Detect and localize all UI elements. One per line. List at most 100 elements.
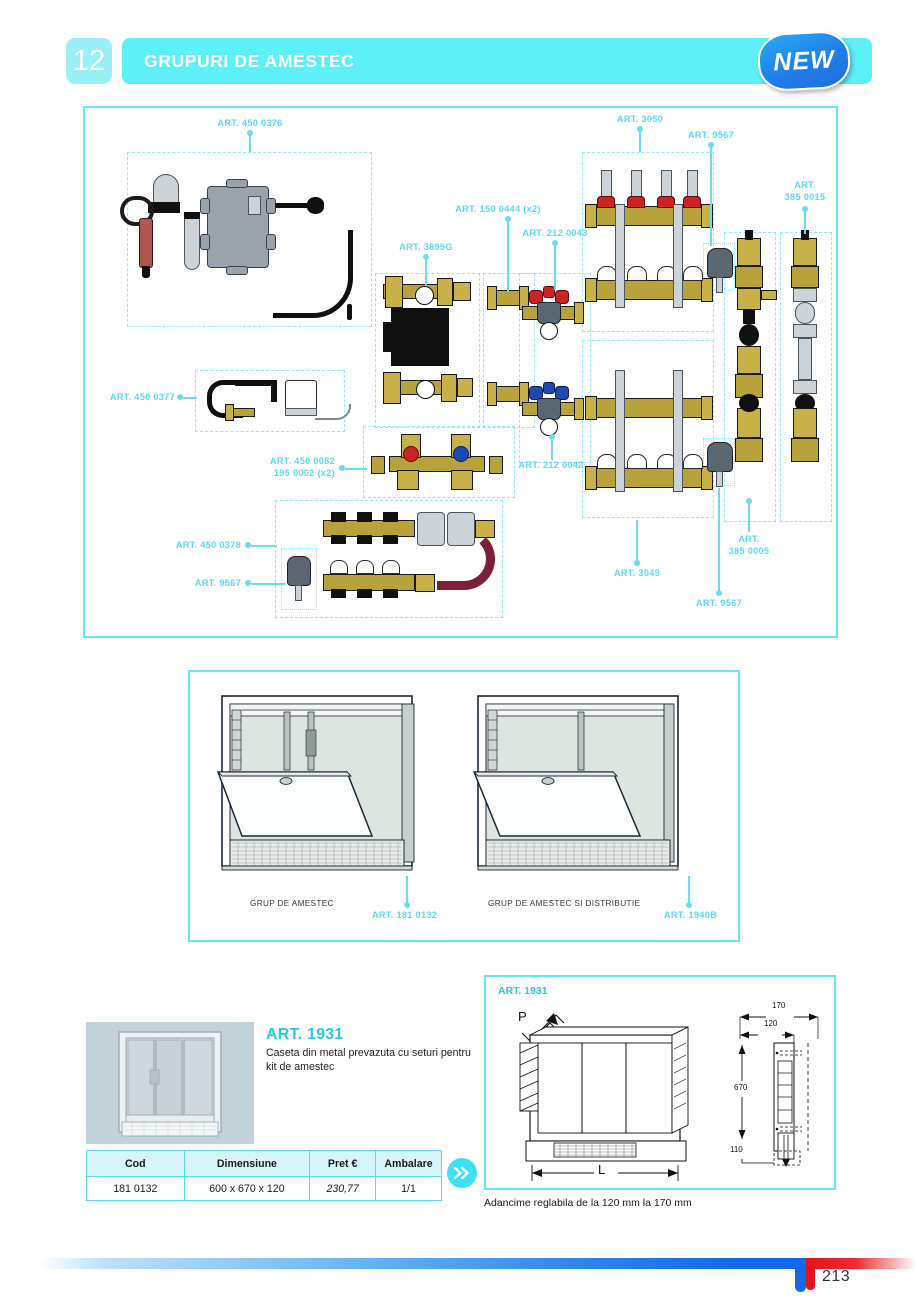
assy-385-0005-lower4 xyxy=(737,408,761,438)
page-title: GRUPURI DE AMESTEC xyxy=(144,50,355,71)
pump-group-top-right xyxy=(437,278,453,306)
controller-base xyxy=(285,408,317,416)
assy-385-0005-tap xyxy=(761,290,777,300)
valve-handle-blue-right xyxy=(555,386,569,400)
manifold-3049-top-bar xyxy=(593,398,705,418)
tech-drawing-front-view: P xyxy=(518,1009,689,1182)
cabinet-right-leader-dot xyxy=(685,902,692,908)
pump-gauge-top xyxy=(415,286,434,305)
pump-group-bottom-outlet xyxy=(457,378,473,397)
leader-3895g xyxy=(425,258,427,286)
junction-box-cable-lower xyxy=(273,230,353,318)
table-header-dimensiune: Dimensiune xyxy=(183,1150,311,1177)
controller-cable xyxy=(315,404,351,420)
leader-3049 xyxy=(636,520,638,564)
group-box-450-0376 xyxy=(127,152,372,327)
manifold-3050-flow2 xyxy=(627,266,647,281)
leader-385-0005 xyxy=(748,502,750,532)
thermo-head-lower-stem xyxy=(716,471,723,487)
sensor-probe-cable xyxy=(120,196,154,226)
mixer-0082-right-foot xyxy=(451,470,473,490)
cabinet-left-leader xyxy=(406,876,408,904)
mixer-0082-blue-knob xyxy=(453,446,469,462)
leader-212-0043 xyxy=(554,244,556,290)
label-212-0043: ART. 212 0043 xyxy=(522,228,588,238)
next-page-arrow-button[interactable] xyxy=(447,1158,477,1188)
leader-9567-lower-left xyxy=(251,583,285,585)
manifold-0378-l-foot2 xyxy=(357,589,372,598)
assy-385-0005-neck xyxy=(743,310,755,324)
leader-dot-9567-lower-right xyxy=(715,590,722,596)
valve-nut-blue-right xyxy=(574,398,584,420)
manifold-0378-u-foot1 xyxy=(331,535,346,544)
mixer-0082-end-right xyxy=(489,456,503,474)
manifold-3050-cap2 xyxy=(627,196,645,208)
junction-box-lug-top xyxy=(226,179,248,188)
valve-handle-red-left xyxy=(529,290,543,304)
valve-nut-red-right xyxy=(574,302,584,324)
leader-450-0376 xyxy=(249,134,251,152)
manifold-0378-u-port3 xyxy=(383,512,398,522)
label-212-0042: ART. 212 0042 xyxy=(518,460,584,470)
manifold-3050-top-bar xyxy=(593,206,705,226)
label-385-0005-line2: 385 0005 xyxy=(728,545,770,556)
manifold-3049-flow2 xyxy=(627,454,647,469)
manifold-0378-u-foot3 xyxy=(383,535,398,544)
manifold-0378-flowmeter2 xyxy=(356,560,374,574)
cable-bracket-arm xyxy=(235,380,277,386)
leader-dot-3049 xyxy=(633,560,640,566)
cabinet-right-drawing xyxy=(472,695,679,871)
product-description: Caseta din metal prevazuta cu seturi pen… xyxy=(266,1047,471,1074)
new-badge-label: NEW xyxy=(772,44,836,77)
leader-dot-3895g xyxy=(422,254,429,260)
leader-dot-385-0015 xyxy=(801,206,808,212)
technical-drawing-panel: ART. 1931 P xyxy=(484,975,836,1190)
manifold-3050-flow4 xyxy=(683,266,703,281)
leader-dot-450-0376 xyxy=(246,130,253,136)
assy-385-0015-lower1 xyxy=(793,408,817,438)
manifold-0378-u-foot2 xyxy=(357,535,372,544)
mixer-0082-end-left xyxy=(371,456,385,474)
junction-box-plug xyxy=(307,197,324,214)
cell-ambalare: 1/1 xyxy=(375,1176,442,1201)
leader-212-0042 xyxy=(551,438,553,460)
label-150-0444: ART. 150 0444 (x2) xyxy=(455,204,541,214)
sensor-sleeve-cap xyxy=(184,212,200,219)
manifold-3050-bottom-right-end xyxy=(701,278,713,302)
sensor-sleeve xyxy=(184,212,200,270)
footer-hook-blue xyxy=(795,1258,806,1292)
leader-dot-150-0444 xyxy=(504,216,511,222)
assy-385-0005-mid2 xyxy=(737,288,761,310)
tech-dim-base: 110 xyxy=(730,1145,743,1154)
manifold-3050-bottom-left-end xyxy=(585,278,597,302)
label-450-0376: ART. 450 0376 xyxy=(217,118,283,128)
junction-box-lug-bl xyxy=(200,234,210,250)
manifold-3050-flow1 xyxy=(597,266,617,281)
group-box-9567-lower-left xyxy=(281,548,317,610)
manifold-0378-u-port1 xyxy=(331,512,346,522)
cabinet-right-leader xyxy=(688,876,690,904)
fitting-150-0444-lower-nut xyxy=(487,382,497,406)
table-header-row: Cod Dimensiune Pret € Ambalare xyxy=(86,1150,442,1177)
pump-group-bottom-right xyxy=(441,374,457,402)
manifold-3049-bottom-left-end xyxy=(585,466,597,490)
group-box-150-0444 xyxy=(483,273,535,428)
thermo-head-lower xyxy=(707,442,733,472)
table-header-ambalare: Ambalare xyxy=(375,1150,442,1177)
assy-385-0005-lower1 xyxy=(737,346,761,374)
manifold-3050-bracket-right xyxy=(673,204,683,308)
valve-handle-red-right xyxy=(555,290,569,304)
tech-dim-depth-min: 120 xyxy=(764,1019,778,1028)
assy-385-0005-lower3 xyxy=(735,438,763,462)
manifold-3049-bracket-right xyxy=(673,370,683,492)
table-header-pret: Pret € xyxy=(309,1150,377,1177)
leader-450-0378 xyxy=(251,545,277,547)
pump-motor-body xyxy=(391,308,449,366)
chapter-number-badge: 12 xyxy=(66,38,112,84)
label-385-0015-line1: ART. xyxy=(794,180,816,190)
sensor-probe-body xyxy=(139,218,153,268)
tech-drawing-side-view xyxy=(728,1009,819,1167)
leader-dot-450-0378 xyxy=(245,542,251,548)
assy-385-0015-top-stem xyxy=(801,230,809,240)
cell-cod: 181 0132 xyxy=(86,1176,185,1201)
